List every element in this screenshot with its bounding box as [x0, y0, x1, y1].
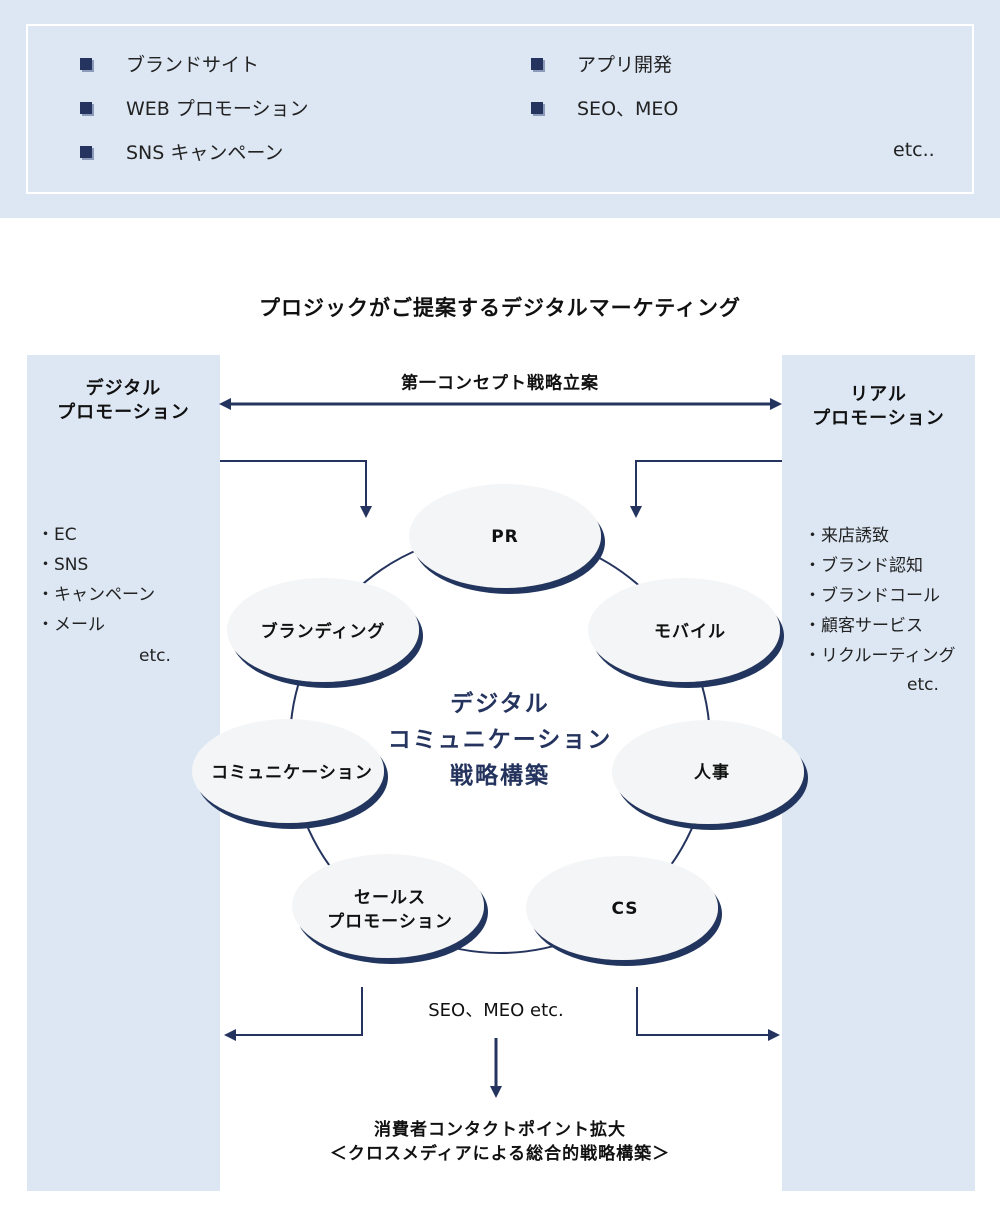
digital-promotion-etc: etc.: [139, 646, 171, 666]
real-promotion-list: ・来店誘致 ・ブランド認知 ・ブランドコール ・顧客サービス ・リクルーティング: [804, 521, 955, 671]
list-item: ・キャンペーン: [37, 585, 156, 605]
list-item: ・SNS: [37, 555, 89, 575]
service-label: SEO、MEO: [577, 98, 679, 120]
branding-label: ブランディング: [260, 622, 386, 642]
mobile-node: [588, 578, 780, 682]
real-promotion-column: リアル プロモーション ・来店誘致 ・ブランド認知 ・ブランドコール ・顧客サー…: [782, 355, 975, 1191]
square-bullet-icon: [80, 57, 92, 70]
services-etc: etc..: [893, 139, 935, 161]
service-label: WEB プロモーション: [126, 98, 309, 120]
list-item: ・メール: [37, 615, 105, 635]
page-title: プロジックがご提案するデジタルマーケティング: [259, 296, 741, 320]
service-item: アプリ開発: [531, 50, 672, 77]
service-item: SNS キャンペーン: [80, 138, 283, 165]
communication-label: コミュニケーション: [211, 763, 373, 783]
real-promotion-etc: etc.: [907, 675, 939, 695]
services-band: [0, 0, 1000, 218]
service-item: ブランドサイト: [80, 50, 259, 77]
list-item: ・ブランドコール: [804, 586, 940, 606]
right-input-arrow: [630, 460, 782, 518]
list-item: ・リクルーティング: [804, 646, 956, 666]
list-item: ・EC: [37, 525, 77, 545]
service-label: アプリ開発: [577, 54, 673, 76]
left-input-arrow: [220, 460, 372, 518]
square-bullet-icon: [80, 101, 92, 114]
hr-node: [612, 720, 804, 824]
square-bullet-icon: [80, 145, 92, 158]
list-item: ・来店誘致: [804, 526, 889, 546]
pr-node: [409, 484, 601, 588]
square-bullet-icon: [531, 101, 543, 114]
square-bullet-icon: [531, 57, 543, 70]
mobile-label: モバイル: [654, 622, 726, 642]
center-label: デジタル コミュニケーション 戦略構築: [387, 691, 613, 789]
cs-label: CS: [611, 899, 639, 919]
real-promotion-title: リアル プロモーション: [812, 384, 945, 429]
left-output-arrow: [224, 987, 363, 1041]
strategy-label: 第一コンセプト戦略立案: [401, 373, 599, 394]
contact-point-text: 消費者コンタクトポイント拡大 ＜クロスメディアによる総合的戦略構築＞: [329, 1120, 671, 1164]
communication-node: [192, 719, 384, 823]
sales-promotion-node: [292, 854, 484, 958]
pr-label: PR: [491, 527, 519, 547]
cs-node: [526, 856, 718, 960]
digital-promotion-column: デジタル プロモーション ・EC ・SNS ・キャンペーン ・メール etc.: [27, 355, 220, 1191]
digital-promotion-title: デジタル プロモーション: [57, 378, 190, 423]
service-label: ブランドサイト: [126, 54, 260, 76]
sales-promotion-label: セールス プロモーション: [327, 888, 453, 932]
services-box: [26, 24, 974, 194]
service-label: SNS キャンペーン: [126, 142, 284, 164]
seo-label: SEO、MEO etc.: [428, 1000, 564, 1021]
service-item: SEO、MEO: [531, 94, 678, 121]
right-output-arrow: [636, 987, 780, 1041]
digital-promotion-list: ・EC ・SNS ・キャンペーン ・メール: [37, 520, 155, 640]
hr-label: 人事: [694, 763, 730, 783]
list-item: ・ブランド認知: [804, 556, 923, 576]
service-item: WEB プロモーション: [80, 94, 309, 121]
branding-node: [227, 578, 419, 682]
list-item: ・顧客サービス: [804, 616, 923, 636]
